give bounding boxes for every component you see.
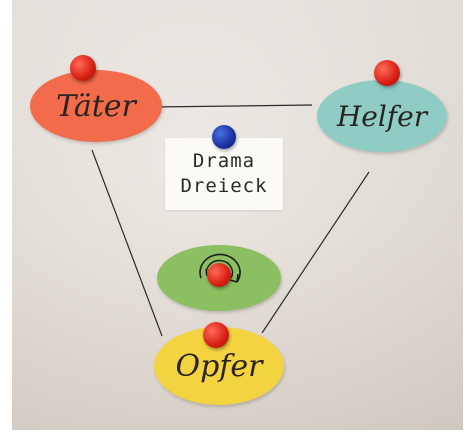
blue-magnet-icon — [212, 125, 236, 149]
red-magnet-icon — [203, 322, 229, 348]
line-taeter-opfer — [92, 150, 162, 336]
card-taeter: Täter — [30, 70, 162, 142]
note-line-2: Dreieck — [180, 174, 267, 199]
card-taeter-label: Täter — [56, 89, 136, 124]
line-taeter-helfer — [153, 105, 312, 107]
red-magnet-icon — [207, 263, 231, 287]
card-helfer: Helfer — [317, 80, 447, 152]
red-magnet-icon — [70, 55, 96, 81]
note-line-1: Drama — [193, 149, 255, 174]
card-helfer-label: Helfer — [337, 100, 427, 133]
red-magnet-icon — [374, 60, 400, 86]
photo-frame: Täter Helfer Drama Dreieck Opfer — [12, 0, 463, 430]
card-opfer-label: Opfer — [176, 349, 263, 384]
